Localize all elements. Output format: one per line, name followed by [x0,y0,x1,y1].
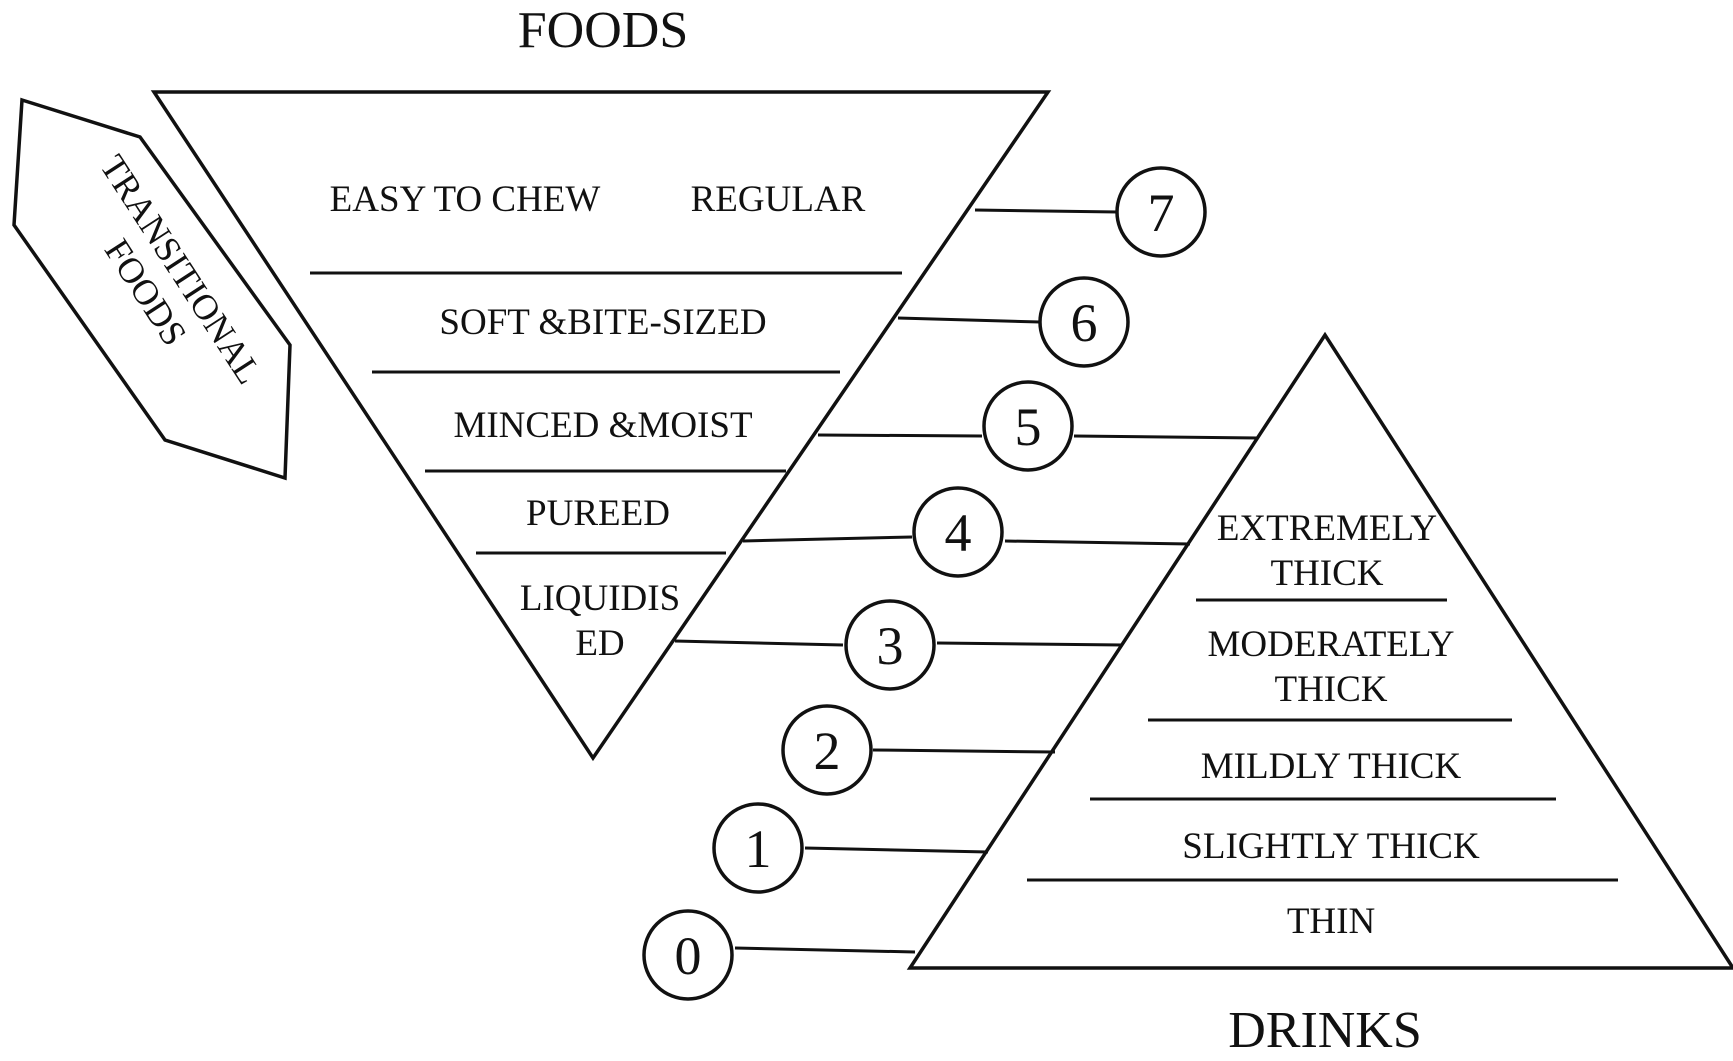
drinks-triangle [906,331,1733,970]
level-circle-7: 7 [1115,166,1207,258]
food-level-minced-moist: MINCED &MOIST [453,405,752,446]
level-number-4: 4 [945,503,972,563]
food-level-easy-to-chew: EASY TO CHEW [330,179,601,220]
connector-2 [872,748,1056,754]
connector-1 [804,846,989,854]
drink-level-extremely-thick-line1: EXTREMELY [1217,508,1437,549]
level-circle-3: 3 [844,599,936,691]
connector-4-left [742,535,913,543]
drink-level-moderately-thick-line2: THICK [1274,669,1387,710]
level-number-5: 5 [1015,397,1042,457]
connector-6-left [897,316,1041,324]
level-number-6: 6 [1071,293,1098,353]
level-number-7: 7 [1148,183,1175,243]
food-level-pureed: PUREED [526,493,670,534]
drinks-title: DRINKS [1228,1002,1422,1059]
food-level-liquidised-line2: ED [575,623,624,664]
drink-level-moderately-thick-line1: MODERATELY [1207,624,1454,665]
connector-7 [974,208,1119,214]
connector-0 [734,946,916,954]
drink-level-mildly-thick: MILDLY THICK [1201,746,1462,787]
level-circle-2: 2 [781,704,873,796]
level-circle-5: 5 [982,380,1074,472]
connector-4-right [1004,539,1191,546]
level-number-0: 0 [675,926,702,986]
foods-title: FOODS [518,2,689,59]
level-circle-6: 6 [1038,276,1130,368]
transitional-foods-shape [12,97,292,481]
connector-5-left [817,433,983,438]
food-level-liquidised-line1: LIQUIDIS [520,578,680,619]
level-circle-4: 4 [912,486,1004,578]
connector-3-left [674,639,844,647]
level-number-3: 3 [877,616,904,676]
drink-level-extremely-thick-line2: THICK [1270,553,1383,594]
foods-triangle [150,90,1052,762]
connector-3-right [936,641,1124,647]
drink-level-thin: THIN [1287,901,1375,942]
food-level-soft-bite-sized: SOFT &BITE-SIZED [439,302,766,343]
level-number-2: 2 [814,721,841,781]
connector-5-right [1073,434,1259,440]
level-circle-1: 1 [712,802,804,894]
drink-level-slightly-thick: SLIGHTLY THICK [1182,826,1480,867]
level-circle-0: 0 [642,909,734,1001]
level-number-1: 1 [745,819,772,879]
food-level-regular: REGULAR [691,179,866,220]
